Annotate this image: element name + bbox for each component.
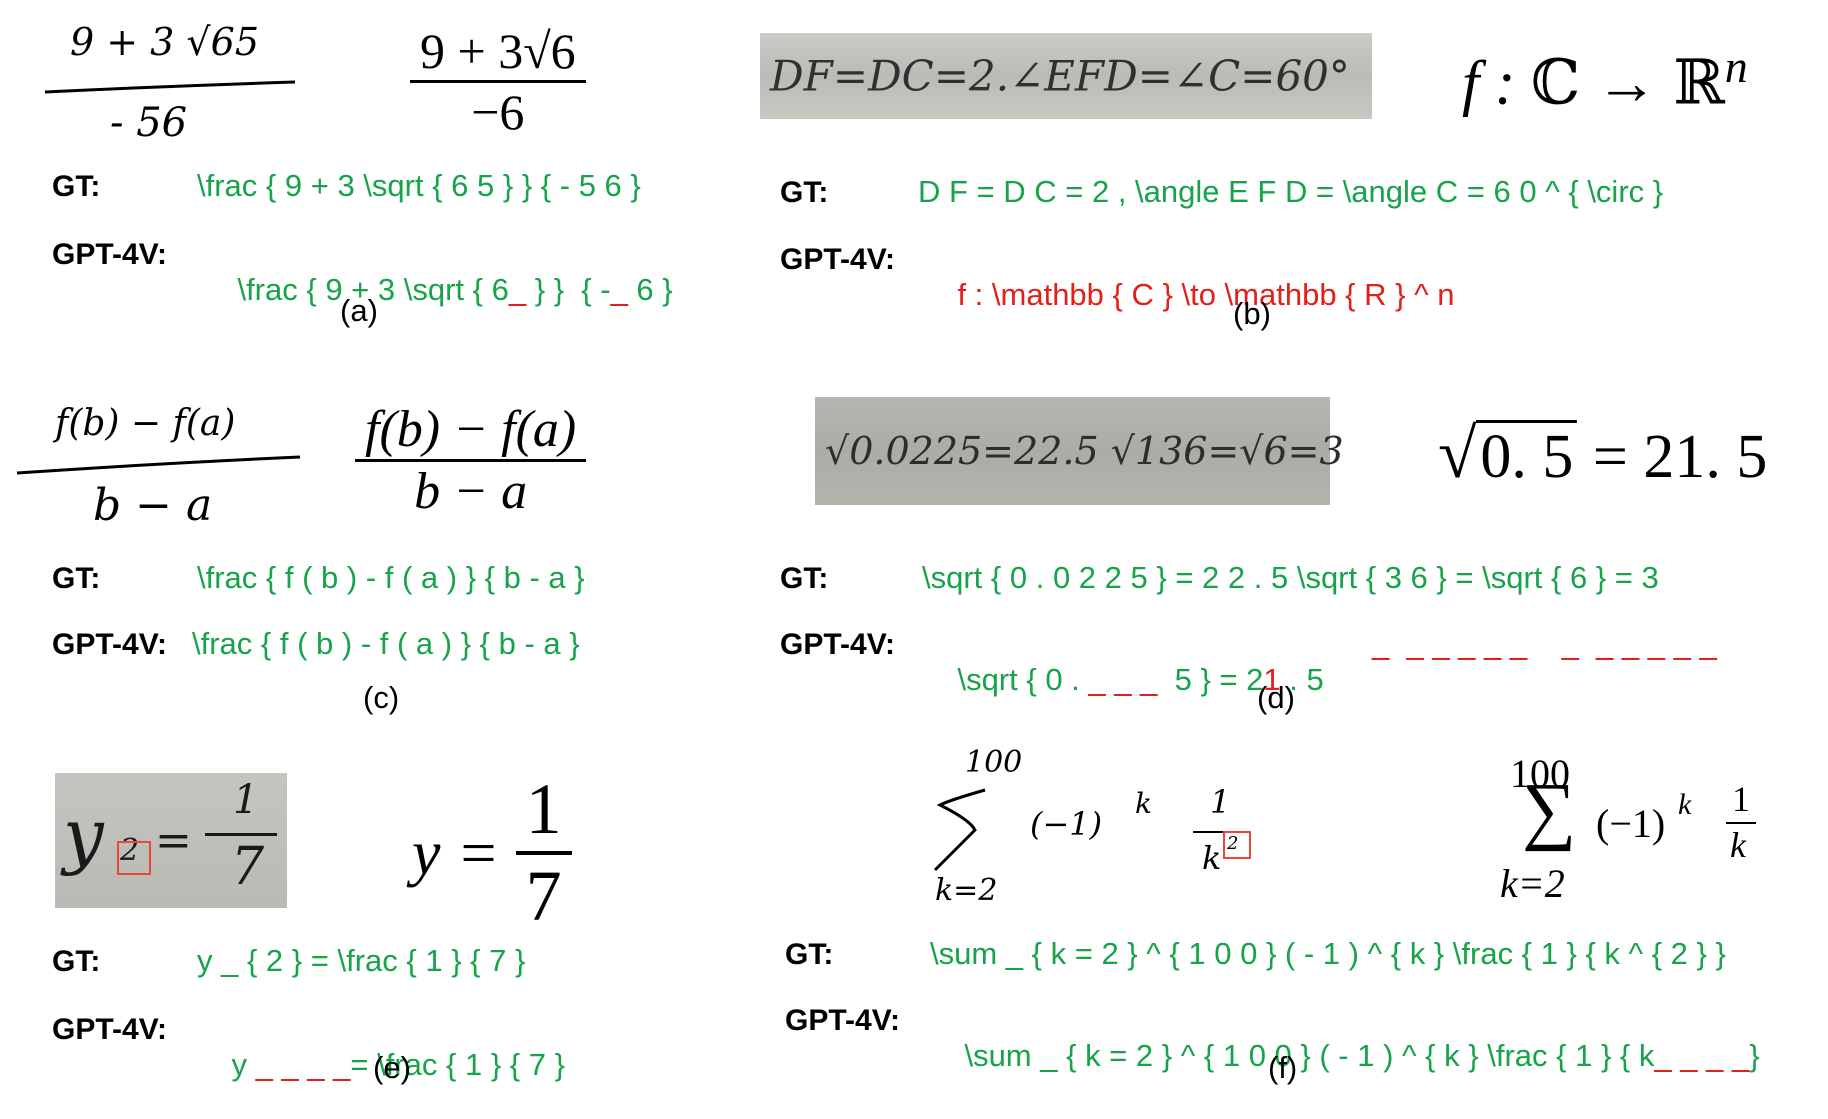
caption-b: (b) [1233,296,1271,331]
model-label: GPT-4V: [52,628,168,661]
fraction-stroke [44,80,296,94]
handwritten-upper: 100 [965,745,1023,780]
handwritten-equals: = [155,815,192,866]
handwritten-denominator: k [1202,839,1222,877]
handwritten-denominator-exponent: 2 [1227,833,1239,854]
gt-latex-d: \sqrt { 0 . 0 2 2 5 } = 2 2 . 5 \sqrt { … [922,560,1659,595]
pred-latex-d: \sqrt { 0 . _ _ _ 5 } = 21 . 5 [957,662,1324,697]
gt-latex-e: y _ { 2 } = \frac { 1 } { 7 } [197,943,526,978]
caption-a: (a) [340,293,378,328]
pred-latex-c: \frac { f ( b ) - f ( a ) } { b - a } [192,626,580,661]
gt-label: GT: [780,176,829,209]
handwritten-numerator: 1 [1210,783,1231,821]
rendered-formula-a: 9 + 3√6 −6 [410,22,586,141]
fraction-stroke [16,455,301,475]
model-label: GPT-4V: [780,243,896,276]
gt-label: GT: [785,938,834,971]
caption-e: (e) [373,1050,411,1085]
handwritten-text: √0.0225=22.5 √136=√6=3 [825,429,1344,473]
handwritten-image-b: DF=DC=2.∠EFD=∠C=60° [760,33,1372,119]
rendered-formula-c: f(b) − f(a) b − a [355,400,587,521]
model-label: GPT-4V: [780,628,896,661]
rendered-numerator: f(b) − f(a) [365,401,577,458]
rendered-rhs: = 21. 5 [1577,423,1768,491]
caption-c: (c) [363,680,400,715]
error-highlight-box [1223,831,1251,859]
rendered-formula-d: √0. 5 = 21. 5 [1438,416,1768,493]
handwritten-lhs: y [63,793,104,877]
pred-latex-e: y _ _ _ _= \frac { 1 } { 7 } [231,1047,565,1082]
sigma-stroke [933,788,986,872]
rendered-formula-e: y = 1 7 [412,768,572,938]
rendered-denominator: −6 [471,84,525,140]
handwritten-numerator: f(b) − f(a) [55,403,236,444]
handwritten-image-a: 9 + 3 √65 - 56 [40,20,300,160]
pred-missing-d: _ _ _ _ _ _ _ _ _ _ _ _ [1372,626,1717,661]
handwritten-text: DF=DC=2.∠EFD=∠C=60° [770,51,1350,101]
handwritten-image-c: f(b) − f(a) b − a [15,395,305,545]
gt-latex-b: D F = D C = 2 , \angle E F D = \angle C … [918,174,1664,209]
caption-f: (f) [1268,1050,1298,1085]
handwritten-image-f: 100 k=2 (−1) k 1 k 2 [925,745,1265,910]
handwritten-lower: k=2 [935,873,998,908]
caption-d: (d) [1257,680,1295,715]
pred-latex-a: \frac { 9 + 3 \sqrt { 6_ } } { -_ 6 } [237,272,673,307]
rendered-exponent: k [1678,788,1692,821]
handwritten-denominator: - 56 [110,100,188,146]
model-label: GPT-4V: [52,238,168,271]
handwritten-term: (−1) [1030,805,1103,843]
rendered-denominator: k [1730,825,1746,865]
handwritten-numerator: 1 [233,777,259,823]
handwritten-image-e: y 2 = 1 7 [55,773,287,908]
rendered-formula-f: 100 ∑ k=2 (−1) k 1 k [1500,750,1780,910]
handwritten-exponent: k [1135,787,1152,820]
gt-latex-c: \frac { f ( b ) - f ( a ) } { b - a } [197,560,585,595]
rendered-formula-b: f : ℂ → ℝn [1462,41,1748,118]
fraction-bar [1726,822,1756,824]
rendered-term: (−1) [1596,801,1666,846]
fraction-stroke [205,833,277,836]
gt-label: GT: [780,562,829,595]
model-label: GPT-4V: [785,1004,901,1037]
rendered-numerator: 9 + 3√6 [420,23,576,79]
handwritten-image-d: √0.0225=22.5 √136=√6=3 [815,397,1344,505]
gt-latex-f: \sum _ { k = 2 } ^ { 1 0 0 } ( - 1 ) ^ {… [930,936,1726,971]
handwritten-numerator: 9 + 3 √65 [70,20,259,64]
pred-latex-f: \sum _ { k = 2 } ^ { 1 0 0 } ( - 1 ) ^ {… [964,1038,1760,1073]
handwritten-denominator: 7 [231,837,265,897]
rendered-upper: 100 [1510,751,1570,796]
pred-latex-b: f : \mathbb { C } \to \mathbb { R } ^ n [957,277,1455,312]
rendered-numerator: 1 [1732,779,1750,819]
handwritten-denominator: b − a [93,480,213,531]
gt-label: GT: [52,945,101,978]
rendered-lower: k=2 [1500,861,1565,906]
gt-label: GT: [52,562,101,595]
error-highlight-box [117,841,151,875]
fraction-stroke [1193,831,1243,833]
gt-label: GT: [52,170,101,203]
rendered-radicand: 0. 5 [1476,420,1578,491]
rendered-denominator: b − a [414,463,528,520]
gt-latex-a: \frac { 9 + 3 \sqrt { 6 5 } } { - 5 6 } [197,168,641,203]
rendered-sum: ∑ [1522,768,1577,852]
model-label: GPT-4V: [52,1013,168,1046]
